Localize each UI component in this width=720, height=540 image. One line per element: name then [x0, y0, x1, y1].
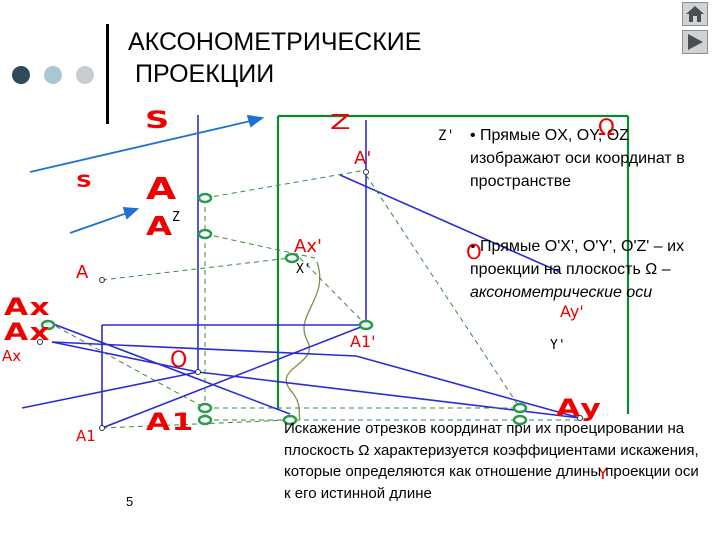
page-number: 5 [126, 494, 134, 509]
bullet-axes: • Прямые OX, OY, OZ изображают оси коорд… [470, 127, 685, 190]
next-button[interactable] [682, 30, 708, 54]
label-s-small: S [76, 172, 94, 192]
label-o-prime: O [466, 240, 482, 264]
label-a1-small: A1 [76, 427, 96, 445]
title-rule [106, 24, 109, 124]
label-a-prime: A' [354, 148, 372, 169]
home-button[interactable] [682, 2, 708, 26]
label-ax-1: Ax [4, 293, 51, 321]
label-a-mid: A [146, 212, 174, 242]
label-omega: Ω [598, 116, 615, 141]
label-ay-prime: Ay' [560, 302, 584, 321]
projecting-rays [29, 114, 265, 234]
label-z-small: Z [172, 210, 180, 225]
label-ax-prime: Ax' [294, 236, 322, 257]
label-z-big: Z [330, 110, 351, 134]
label-o-red: O [170, 348, 188, 373]
distortion-note: Искажение отрезков координат при их прое… [284, 420, 699, 502]
slide-title: АКСОНОМЕТРИЧЕСКИЕ ПРОЕКЦИИ [128, 26, 421, 90]
dot-dark [12, 66, 30, 84]
label-x-prime: X' [296, 262, 312, 277]
play-triangle-icon [688, 34, 703, 50]
label-z-prime: Z' [438, 128, 455, 144]
title-line-2: ПРОЕКЦИИ [135, 60, 275, 88]
label-a1-prime: A1' [350, 332, 376, 351]
label-ax-2: Ax [4, 318, 51, 346]
label-a1-big: A1 [146, 408, 195, 436]
point-markers [40, 192, 528, 426]
label-a-big: A [146, 172, 178, 207]
home-icon [686, 6, 704, 22]
small-points [37, 169, 583, 431]
dot-lighter [76, 66, 94, 84]
label-s-big: S [145, 106, 171, 134]
dashed-lines [47, 169, 580, 429]
projection-plane [276, 114, 630, 414]
axes [21, 115, 581, 429]
dot-light [44, 66, 62, 84]
label-a-left: A [76, 262, 89, 283]
bullet-projections-text: • Прямые O'X', O'Y', O'Z' – их проекции … [470, 238, 685, 278]
label-ay-big: Ay [556, 394, 602, 422]
label-y-big: Y [598, 464, 608, 483]
bullet-projections-emphasis: аксонометрические оси [470, 284, 653, 301]
label-y-prime: Y' [550, 338, 566, 353]
title-line-1: АКСОНОМЕТРИЧЕСКИЕ [128, 28, 422, 56]
label-ax-3: Ax [2, 347, 22, 365]
bullet-projections: • Прямые O'X', O'Y', O'Z' – их проекции … [470, 235, 718, 304]
projection-curve [285, 261, 321, 421]
